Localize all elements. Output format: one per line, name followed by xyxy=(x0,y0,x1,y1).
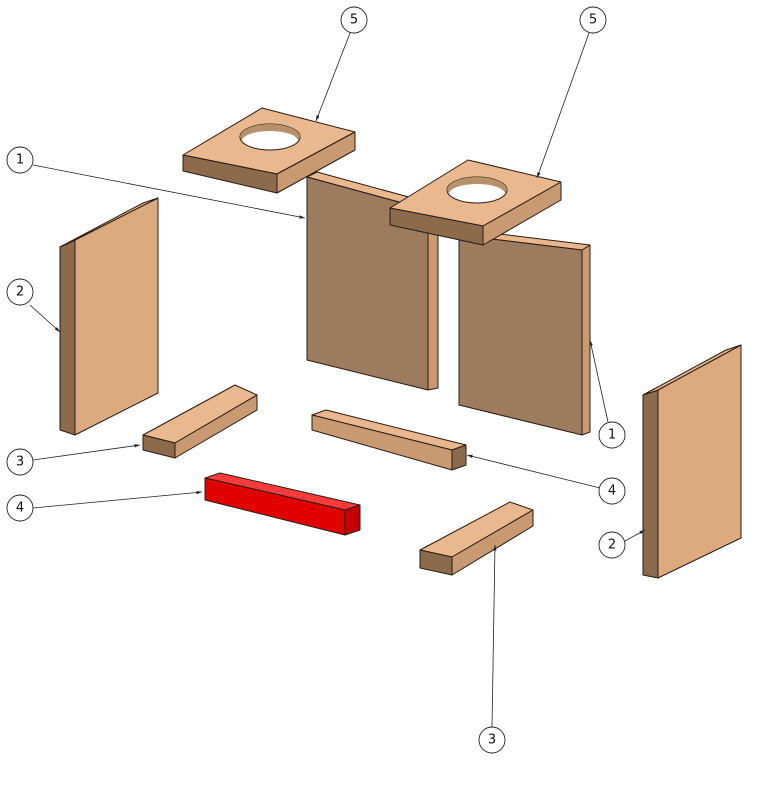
rail-front xyxy=(419,501,534,576)
balloon-rail-left: 3 xyxy=(6,448,34,476)
svg-text:1: 1 xyxy=(608,428,616,443)
balloon-plate-left: 5 xyxy=(340,6,368,34)
svg-text:4: 4 xyxy=(608,484,616,499)
balloon-side-panel-left: 2 xyxy=(6,278,34,306)
side-panel-right xyxy=(642,344,742,579)
rail-middle xyxy=(311,409,467,471)
svg-text:2: 2 xyxy=(608,538,616,553)
leader-lines xyxy=(29,32,646,728)
svg-text:5: 5 xyxy=(589,13,597,28)
svg-text:1: 1 xyxy=(16,153,24,168)
back-panel-right xyxy=(458,229,591,436)
top-plate-left xyxy=(182,107,356,194)
svg-text:4: 4 xyxy=(16,501,24,516)
svg-text:3: 3 xyxy=(488,733,496,748)
svg-text:5: 5 xyxy=(350,13,358,28)
rail-left xyxy=(142,384,258,459)
balloon-rail-front: 3 xyxy=(478,726,506,754)
top-plate-right xyxy=(389,159,562,246)
balloon-back-panel-left: 1 xyxy=(6,146,34,174)
balloon-rail-red: 4 xyxy=(6,494,34,522)
svg-text:2: 2 xyxy=(16,285,24,300)
balloon-side-panel-right: 2 xyxy=(598,531,626,559)
rail-highlighted-red xyxy=(204,472,361,536)
side-panel-left xyxy=(59,197,159,436)
balloon-back-panel-right: 1 xyxy=(598,421,626,449)
svg-text:3: 3 xyxy=(16,455,24,470)
balloon-rail-middle: 4 xyxy=(598,477,626,505)
balloon-plate-right: 5 xyxy=(579,6,607,34)
